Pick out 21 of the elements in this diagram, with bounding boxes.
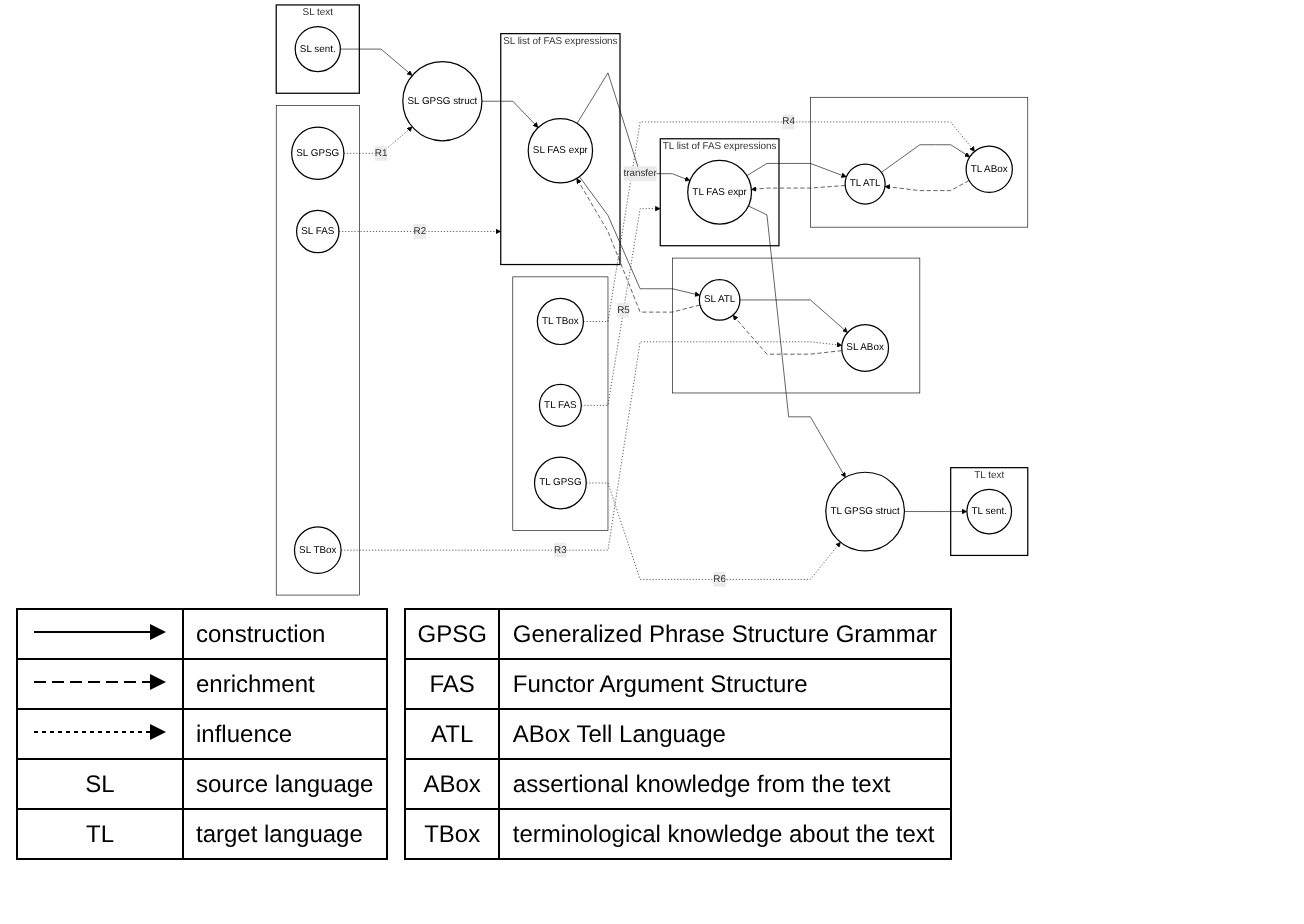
table-cell: assertional knowledge from the text: [499, 759, 951, 809]
table-cell: target language: [183, 809, 387, 859]
table-cell: source language: [183, 759, 387, 809]
cluster: [275, 105, 360, 596]
table-cell: GPSG: [404, 609, 500, 659]
table-cell: SL: [17, 759, 183, 809]
table-cell: ATL: [404, 709, 500, 759]
table-cell: Generalized Phrase Structure Grammar: [499, 609, 951, 659]
cluster: [672, 257, 921, 394]
table-cell: TBox: [404, 809, 500, 859]
table-cell: enrichment: [183, 659, 387, 709]
table-cell: ABox Tell Language: [499, 709, 951, 759]
cluster: [810, 96, 1029, 228]
table-cell: Functor Argument Structure: [499, 659, 951, 709]
table-cell: TL: [17, 809, 183, 859]
table-cell: influence: [183, 709, 387, 759]
cluster: [512, 276, 609, 531]
table-cell: FAS: [404, 659, 500, 709]
table-cell: ABox: [404, 759, 500, 809]
table-cell: construction: [183, 609, 387, 659]
table-cell: terminological knowledge about the text: [499, 809, 951, 859]
